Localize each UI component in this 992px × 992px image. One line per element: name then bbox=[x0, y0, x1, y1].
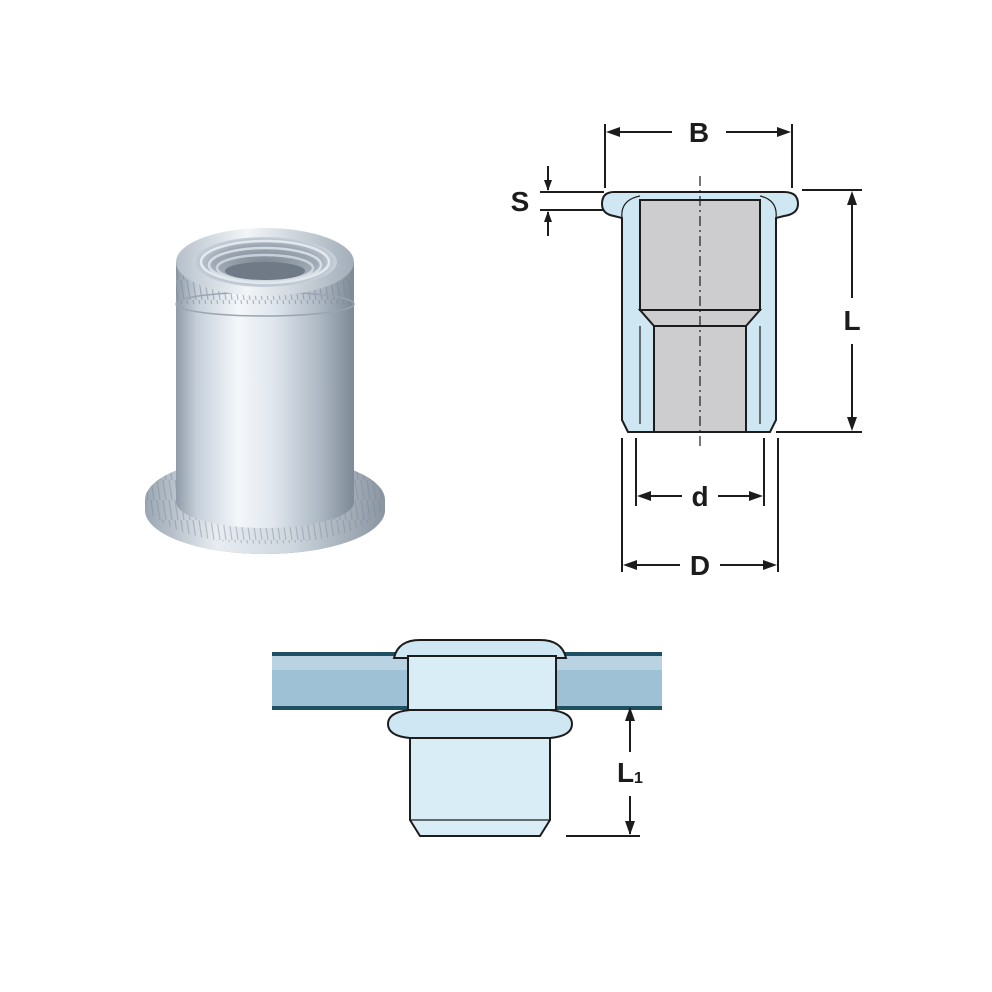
label-L1: L bbox=[617, 757, 634, 788]
label-D: D bbox=[690, 550, 710, 581]
sheet-panel-left bbox=[272, 652, 408, 710]
label-d: d bbox=[691, 481, 708, 512]
label-S: S bbox=[511, 186, 530, 217]
label-L1-subscript: 1 bbox=[634, 770, 643, 787]
threaded-opening bbox=[176, 228, 354, 296]
sheet-panel-right bbox=[556, 652, 662, 710]
label-L: L bbox=[843, 305, 860, 336]
dimension-L1: L 1 bbox=[566, 707, 643, 837]
dimension-L: L bbox=[776, 189, 862, 433]
dimension-S: S bbox=[511, 166, 604, 236]
label-B: B bbox=[689, 117, 709, 148]
dimension-d: d bbox=[635, 438, 765, 512]
installed-rivet bbox=[386, 639, 574, 837]
dimension-B: B bbox=[604, 117, 793, 188]
dimension-D: D bbox=[621, 438, 779, 581]
